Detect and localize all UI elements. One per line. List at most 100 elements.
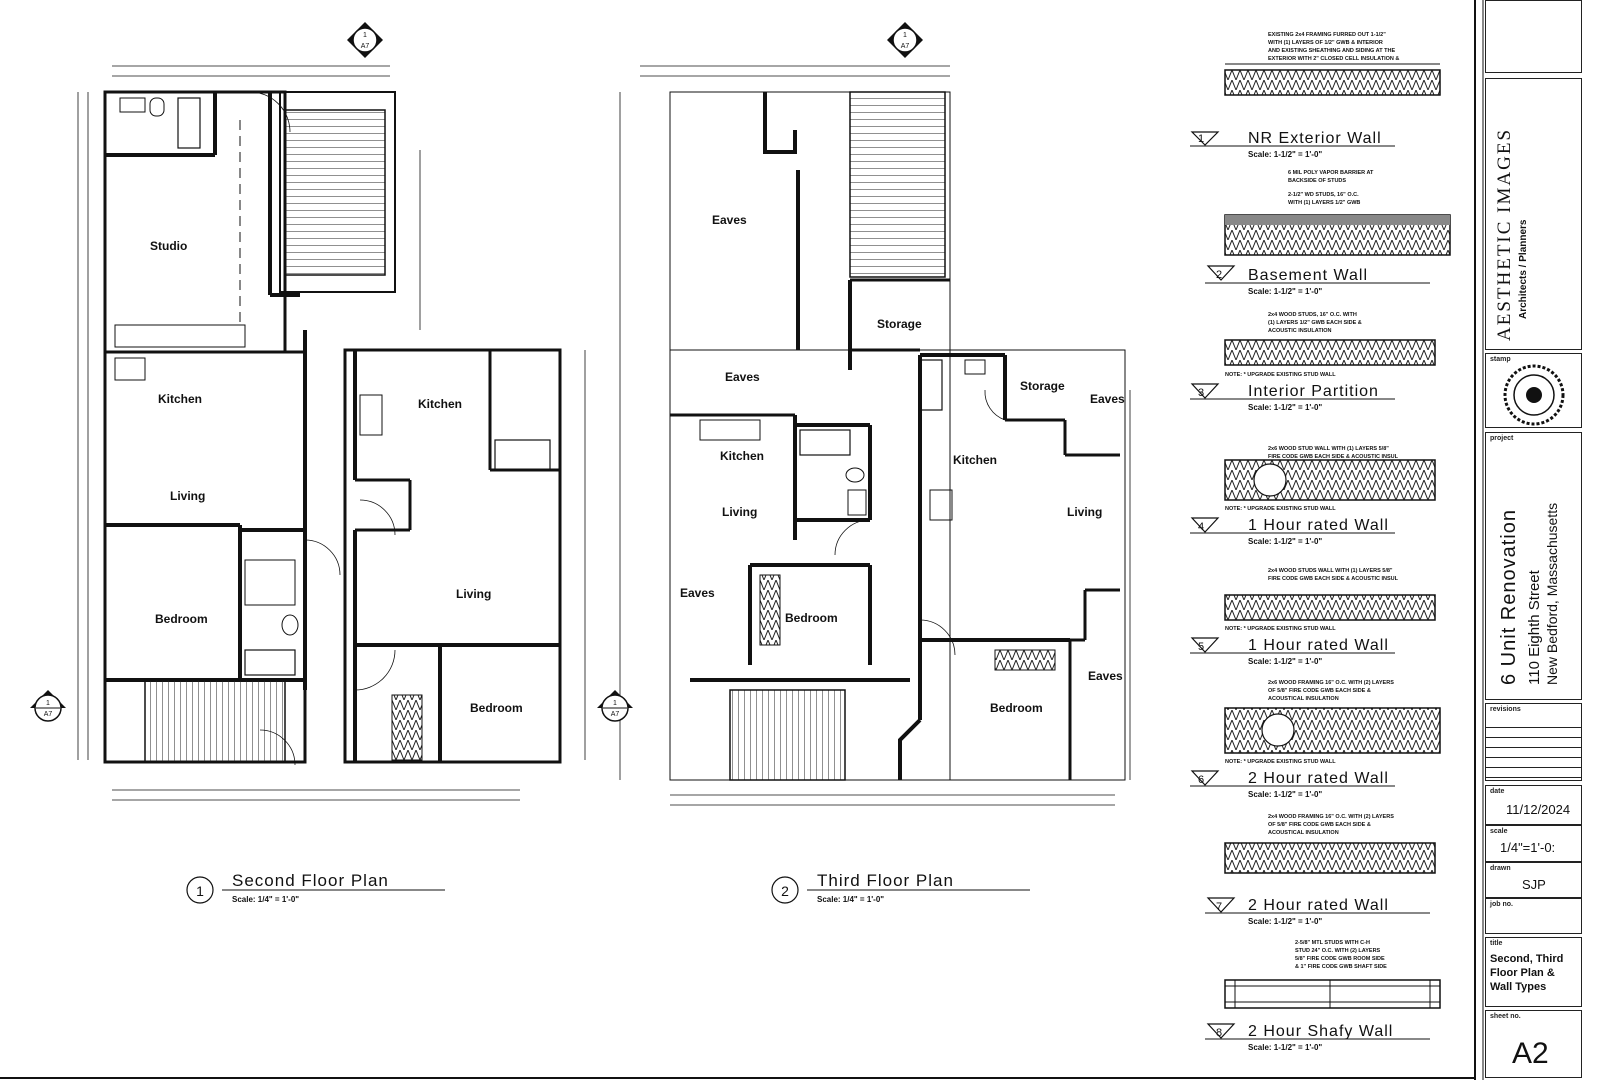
svg-text:OF 5/8" FIRE CODE GWB EACH SID: OF 5/8" FIRE CODE GWB EACH SIDE &: [1268, 822, 1371, 828]
wall-type-2: 6 MIL POLY VAPOR BARRIER AT BACKSIDE OF …: [1205, 170, 1451, 296]
room-label-studio: Studio: [150, 239, 187, 253]
svg-text:1: 1: [613, 700, 617, 707]
svg-text:FIRE CODE GWB EACH SIDE & ACOU: FIRE CODE GWB EACH SIDE & ACOUSTIC INSUL: [1268, 576, 1399, 582]
room-label-bedroom-3: Bedroom: [785, 611, 838, 625]
project-title: 6 Unit Renovation: [1498, 509, 1520, 685]
title-block-revisions: revisions: [1485, 703, 1582, 781]
svg-text:2: 2: [1216, 269, 1222, 281]
svg-text:EXISTING 2x4 FRAMING FURRED OU: EXISTING 2x4 FRAMING FURRED OUT 1-1/2": [1268, 32, 1386, 38]
third-floor-room-labels: Eaves Storage Eaves Kitchen Living Eaves…: [680, 213, 1125, 715]
wall-type-title-3: Interior Partition: [1248, 383, 1379, 400]
title-block-project: project 6 Unit Renovation 110 Eighth Str…: [1485, 432, 1582, 700]
room-label-storage-2: Storage: [1020, 379, 1065, 393]
wall-type-title-6: 2 Hour rated Wall: [1248, 770, 1389, 787]
title-block-job: job no.: [1485, 898, 1582, 934]
svg-text:NOTE: * UPGRADE EXISTING STUD: NOTE: * UPGRADE EXISTING STUD WALL: [1225, 372, 1336, 378]
wall-type-title: NR Exterior Wall: [1248, 130, 1382, 147]
wall-types: EXISTING 2x4 FRAMING FURRED OUT 1-1/2" W…: [1190, 32, 1451, 1052]
svg-text:2: 2: [781, 883, 789, 899]
svg-text:ACOUSTICAL INSULATION: ACOUSTICAL INSULATION: [1268, 830, 1339, 836]
section-marker-top: 1 A7: [347, 22, 383, 58]
svg-text:1: 1: [46, 700, 50, 707]
room-label-living: Living: [170, 489, 205, 503]
room-label-eaves: Eaves: [712, 213, 747, 227]
svg-text:ACOUSTIC INSULATION: ACOUSTIC INSULATION: [1268, 328, 1331, 334]
svg-text:WITH (1) LAYERS 1/2" GWB: WITH (1) LAYERS 1/2" GWB: [1288, 200, 1360, 206]
wall-type-7: 2x4 WOOD FRAMING 16" O.C. WITH (2) LAYER…: [1205, 814, 1436, 926]
stamp-seal-icon: [1503, 364, 1565, 426]
section-marker-left: 1 A7: [30, 690, 66, 722]
title-block-date: date 11/12/2024: [1485, 785, 1582, 825]
svg-text:2x4 WOOD FRAMING 16" O.C. WITH: 2x4 WOOD FRAMING 16" O.C. WITH (2) LAYER…: [1268, 814, 1394, 820]
wall-type-scale-3: Scale: 1-1/2" = 1'-0": [1248, 403, 1322, 412]
svg-text:WITH (1) LAYERS OF 1/2" GWB &: WITH (1) LAYERS OF 1/2" GWB & INTERIOR: [1268, 40, 1383, 46]
room-label-kitchen-2: Kitchen: [418, 397, 462, 411]
svg-text:& 1" FIRE CODE GWB SHAFT SIDE: & 1" FIRE CODE GWB SHAFT SIDE: [1295, 964, 1387, 970]
drawn-value: SJP: [1522, 877, 1546, 892]
svg-text:NOTE: * UPGRADE EXISTING STUD: NOTE: * UPGRADE EXISTING STUD WALL: [1225, 759, 1336, 765]
wall-type-title-4: 1 Hour rated Wall: [1248, 517, 1389, 534]
plan-title-third-floor: 2 Third Floor Plan Scale: 1/4" = 1'-0": [771, 871, 1030, 904]
project-city: New Bedford, Massachusetts: [1544, 502, 1560, 685]
project-street: 110 Eighth Street: [1526, 570, 1543, 685]
wall-type-scale-6: Scale: 1-1/2" = 1'-0": [1248, 790, 1322, 799]
svg-text:2x6 WOOD FRAMING 16" O.C. WITH: 2x6 WOOD FRAMING 16" O.C. WITH (2) LAYER…: [1268, 680, 1394, 686]
svg-text:2x4 WOOD STUDS WALL WITH (1) L: 2x4 WOOD STUDS WALL WITH (1) LAYERS 5/8": [1268, 568, 1393, 574]
revisions-table: [1486, 718, 1581, 780]
svg-text:AND EXISTING SHEATHING AND SID: AND EXISTING SHEATHING AND SIDING AT THE: [1268, 48, 1395, 54]
title-block-stamp: stamp: [1485, 353, 1582, 428]
room-label-eaves-3: Eaves: [680, 586, 715, 600]
svg-text:NOTE: * UPGRADE EXISTING STUD: NOTE: * UPGRADE EXISTING STUD WALL: [1225, 506, 1336, 512]
title-block-firm: AESTHETIC IMAGES Architects / Planners: [1485, 78, 1582, 350]
firm-name: AESTHETIC IMAGES: [1494, 127, 1515, 341]
wall-type-scale: Scale: 1-1/2" = 1'-0": [1248, 150, 1322, 159]
svg-text:A7: A7: [611, 711, 620, 718]
room-label-kitchen-3: Kitchen: [720, 449, 764, 463]
svg-text:8: 8: [1216, 1027, 1222, 1039]
room-label-eaves-4: Eaves: [1090, 392, 1125, 406]
svg-text:1: 1: [363, 32, 367, 39]
second-floor-plan: [77, 65, 586, 801]
room-label-storage: Storage: [877, 317, 922, 331]
wall-type-3: 2x4 WOOD STUDS, 16" O.C. WITH (1) LAYERS…: [1190, 312, 1436, 412]
svg-text:2-5/8" MTL STUDS WITH C-H: 2-5/8" MTL STUDS WITH C-H: [1295, 940, 1370, 946]
section-marker-left-2: 1 A7: [597, 690, 633, 722]
room-label-living-2: Living: [456, 587, 491, 601]
wall-type-8: 2-5/8" MTL STUDS WITH C-H STUD 24" O.C. …: [1205, 940, 1441, 1052]
title-block-scale: scale 1/4"=1'-0:: [1485, 825, 1582, 862]
svg-text:BACKSIDE OF STUDS: BACKSIDE OF STUDS: [1288, 178, 1346, 184]
title-block-title: title Second, Third Floor Plan & Wall Ty…: [1485, 937, 1582, 1007]
svg-text:A7: A7: [901, 43, 910, 50]
title-block-top: [1485, 0, 1582, 73]
wall-type-scale-4: Scale: 1-1/2" = 1'-0": [1248, 537, 1322, 546]
svg-text:A7: A7: [44, 711, 53, 718]
svg-text:7: 7: [1216, 901, 1222, 913]
title-block-sheet-no: sheet no. A2: [1485, 1010, 1582, 1078]
room-label-kitchen-4: Kitchen: [953, 453, 997, 467]
wall-type-scale-7: Scale: 1-1/2" = 1'-0": [1248, 917, 1322, 926]
wall-type-title-8: 2 Hour Shafy Wall: [1248, 1023, 1393, 1040]
scale-value: 1/4"=1'-0:: [1500, 840, 1556, 855]
room-label-bedroom-2: Bedroom: [470, 701, 523, 715]
room-label-bedroom: Bedroom: [155, 612, 208, 626]
sheet-number: A2: [1512, 1037, 1549, 1070]
plan-title-second-floor: 1 Second Floor Plan Scale: 1/4" = 1'-0": [186, 871, 445, 904]
svg-text:FIRE CODE GWB EACH SIDE & ACOU: FIRE CODE GWB EACH SIDE & ACOUSTIC INSUL: [1268, 454, 1399, 460]
wall-type-4: 2x6 WOOD STUD WALL WITH (1) LAYERS 5/8" …: [1190, 446, 1436, 546]
svg-text:1: 1: [196, 883, 204, 899]
svg-text:ACOUSTICAL INSULATION: ACOUSTICAL INSULATION: [1268, 696, 1339, 702]
svg-text:1: 1: [903, 32, 907, 39]
svg-text:3: 3: [1198, 387, 1204, 399]
svg-text:2x6 WOOD STUD WALL WITH (1) LA: 2x6 WOOD STUD WALL WITH (1) LAYERS 5/8": [1268, 446, 1389, 452]
svg-text:(1) LAYERS 1/2" GWB EACH SIDE: (1) LAYERS 1/2" GWB EACH SIDE &: [1268, 320, 1362, 326]
wall-type-5: 2x4 WOOD STUDS WALL WITH (1) LAYERS 5/8"…: [1190, 568, 1436, 666]
room-label-living-4: Living: [1067, 505, 1102, 519]
sheet-title: Second, Third Floor Plan & Wall Types: [1490, 953, 1564, 993]
svg-text:OF 5/8" FIRE CODE GWB EACH SID: OF 5/8" FIRE CODE GWB EACH SIDE &: [1268, 688, 1371, 694]
plan-title: Second Floor Plan: [232, 871, 389, 890]
plan-scale-2: Scale: 1/4" = 1'-0": [817, 895, 884, 904]
wall-type-scale-5: Scale: 1-1/2" = 1'-0": [1248, 657, 1322, 666]
plan-title-2: Third Floor Plan: [817, 871, 954, 890]
